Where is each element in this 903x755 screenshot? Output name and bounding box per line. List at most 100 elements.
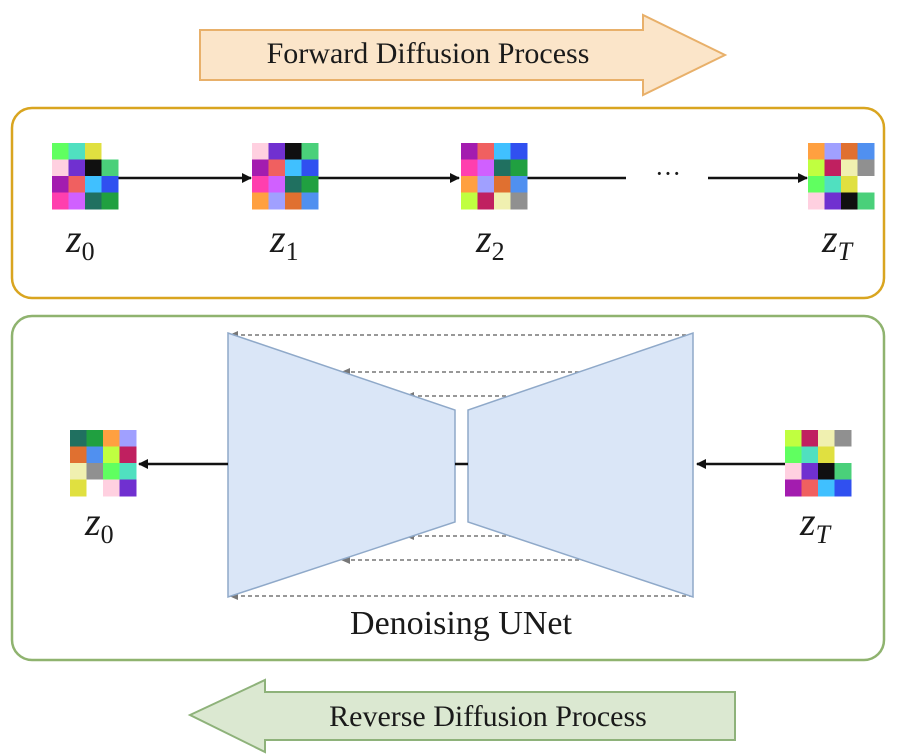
noise-pixel bbox=[252, 159, 269, 177]
unet-decoder bbox=[227, 331, 456, 599]
noise-pixel bbox=[857, 176, 875, 193]
ellipsis: ··· bbox=[655, 159, 681, 188]
noise-pixel bbox=[477, 192, 495, 210]
noise-pixel bbox=[119, 430, 137, 447]
noise-pixel bbox=[68, 176, 86, 193]
noise-pixel bbox=[52, 176, 69, 193]
noise-pixel bbox=[461, 192, 478, 210]
noise-pixel bbox=[101, 192, 119, 210]
noise-pixel bbox=[801, 446, 819, 464]
noise-pixel bbox=[285, 192, 302, 210]
noise-pixel bbox=[477, 143, 495, 160]
noise-pixel bbox=[857, 159, 875, 177]
noise-pixel bbox=[824, 143, 842, 160]
noise-pixel bbox=[461, 159, 478, 177]
noise-pixel bbox=[834, 463, 852, 480]
noise-pixel bbox=[818, 446, 835, 464]
noise-pixel bbox=[268, 176, 286, 193]
noise-pixel bbox=[510, 159, 528, 177]
noise-pixel bbox=[85, 192, 102, 210]
latent-image-zT-input bbox=[785, 430, 852, 497]
noise-pixel bbox=[461, 143, 478, 160]
noise-pixel bbox=[252, 192, 269, 210]
noise-pixel bbox=[477, 159, 495, 177]
noise-pixel bbox=[101, 159, 119, 177]
noise-pixel bbox=[824, 176, 842, 193]
latent-image-z0 bbox=[52, 143, 119, 210]
noise-pixel bbox=[824, 192, 842, 210]
noise-pixel bbox=[285, 143, 302, 160]
noise-pixel bbox=[101, 143, 119, 160]
noise-pixel bbox=[85, 176, 102, 193]
noise-pixel bbox=[808, 192, 825, 210]
noise-pixel bbox=[808, 159, 825, 177]
noise-pixel bbox=[824, 159, 842, 177]
noise-pixel bbox=[818, 430, 835, 447]
noise-pixel bbox=[834, 446, 852, 464]
unet-encoder bbox=[467, 331, 694, 599]
noise-pixel bbox=[70, 430, 87, 447]
noise-pixel bbox=[252, 176, 269, 193]
noise-pixel bbox=[857, 143, 875, 160]
noise-pixel bbox=[494, 159, 511, 177]
forward-process-box bbox=[10, 106, 886, 300]
noise-pixel bbox=[510, 192, 528, 210]
noise-pixel bbox=[510, 143, 528, 160]
noise-pixel bbox=[808, 176, 825, 193]
noise-pixel bbox=[841, 143, 858, 160]
noise-pixel bbox=[70, 479, 87, 497]
noise-pixel bbox=[461, 176, 478, 193]
noise-pixel bbox=[252, 143, 269, 160]
noise-pixel bbox=[494, 143, 511, 160]
noise-pixel bbox=[857, 192, 875, 210]
noise-pixel bbox=[301, 176, 319, 193]
noise-pixel bbox=[268, 192, 286, 210]
noise-pixel bbox=[86, 479, 104, 497]
noise-pixel bbox=[808, 143, 825, 160]
noise-pixel bbox=[85, 143, 102, 160]
reverse-process-box bbox=[10, 314, 886, 662]
noise-pixel bbox=[785, 430, 802, 447]
noise-pixel bbox=[68, 192, 86, 210]
forward-process-label: Forward Diffusion Process bbox=[267, 37, 590, 70]
noise-pixel bbox=[86, 463, 104, 480]
noise-pixel bbox=[70, 463, 87, 480]
latent-image-zT bbox=[808, 143, 875, 210]
noise-pixel bbox=[70, 446, 87, 464]
noise-pixel bbox=[86, 430, 104, 447]
reverse-process-label: Reverse Diffusion Process bbox=[329, 700, 647, 733]
noise-pixel bbox=[268, 159, 286, 177]
noise-pixel bbox=[85, 159, 102, 177]
noise-pixel bbox=[52, 143, 69, 160]
label-z0: z0 bbox=[65, 216, 95, 266]
noise-pixel bbox=[801, 430, 819, 447]
noise-pixel bbox=[119, 446, 137, 464]
noise-pixel bbox=[268, 143, 286, 160]
noise-pixel bbox=[301, 192, 319, 210]
unet-label: Denoising UNet bbox=[350, 605, 572, 642]
noise-pixel bbox=[818, 479, 835, 497]
label-zT-input: zT bbox=[799, 499, 832, 549]
noise-pixel bbox=[52, 192, 69, 210]
noise-pixel bbox=[68, 159, 86, 177]
noise-pixel bbox=[785, 446, 802, 464]
noise-pixel bbox=[841, 192, 858, 210]
noise-pixel bbox=[119, 479, 137, 497]
noise-pixel bbox=[801, 479, 819, 497]
noise-pixel bbox=[119, 463, 137, 480]
latent-image-z1 bbox=[252, 143, 319, 210]
noise-pixel bbox=[785, 463, 802, 480]
label-z1: z1 bbox=[269, 216, 299, 266]
noise-pixel bbox=[285, 159, 302, 177]
label-zT: zT bbox=[821, 216, 854, 266]
noise-pixel bbox=[301, 143, 319, 160]
noise-pixel bbox=[785, 479, 802, 497]
noise-pixel bbox=[103, 463, 120, 480]
noise-pixel bbox=[841, 176, 858, 193]
noise-pixel bbox=[301, 159, 319, 177]
noise-pixel bbox=[101, 176, 119, 193]
latent-image-z0-output bbox=[70, 430, 137, 497]
noise-pixel bbox=[86, 446, 104, 464]
noise-pixel bbox=[834, 430, 852, 447]
